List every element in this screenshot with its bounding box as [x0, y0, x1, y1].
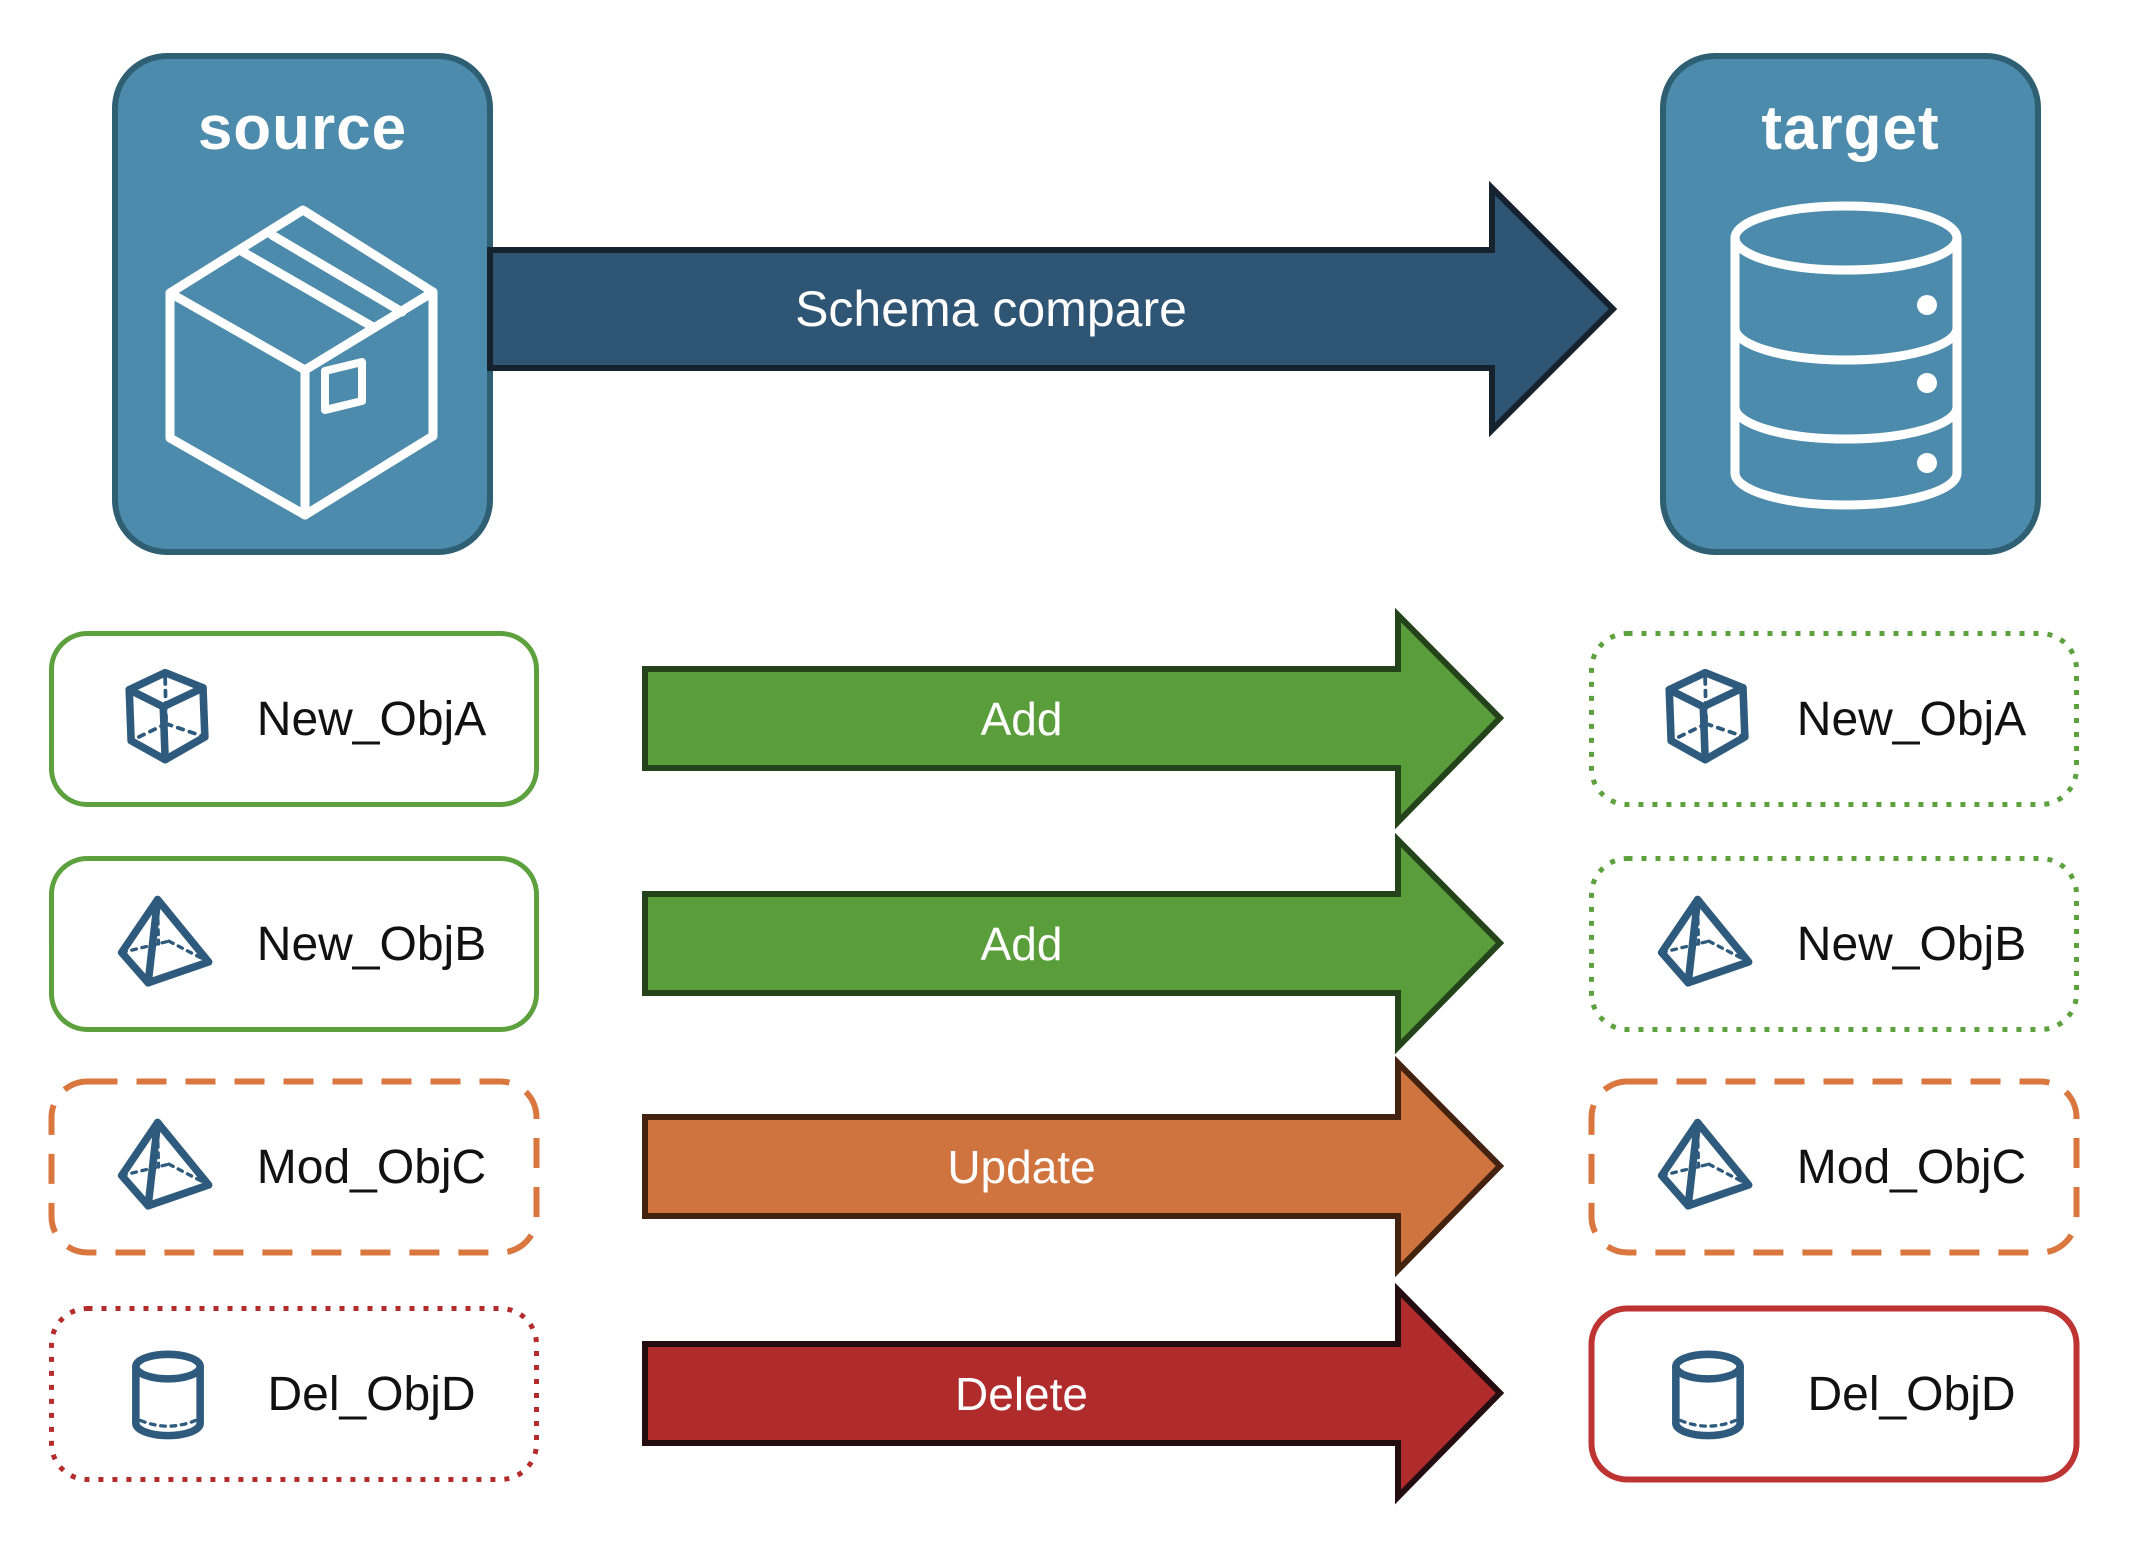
object-name: Del_ObjD	[1807, 1367, 2016, 1421]
target-title: target	[1761, 94, 1940, 163]
source-node: source	[112, 53, 493, 555]
cube-icon	[1643, 630, 1773, 808]
update-arrow	[642, 1055, 1505, 1278]
object-name: New_ObjB	[1796, 917, 2027, 971]
object-name: New_ObjB	[256, 917, 487, 971]
pyramid-icon	[103, 855, 233, 1033]
object-name: Del_ObjD	[267, 1367, 476, 1421]
schema-compare-arrow	[487, 180, 1618, 438]
object-name: New_ObjA	[256, 692, 487, 746]
cylinder-icon	[103, 1305, 233, 1483]
cube-icon	[103, 630, 233, 808]
source-object-card-new-obja: New_ObjA	[48, 630, 540, 808]
pyramid-icon	[1643, 1078, 1773, 1256]
add-arrow	[642, 832, 1505, 1055]
source-title: source	[197, 94, 408, 163]
source-object-card-del-objd: Del_ObjD	[48, 1305, 540, 1483]
object-name: Mod_ObjC	[1796, 1140, 2027, 1194]
pyramid-icon	[103, 1078, 233, 1256]
target-object-card-del-objd: Del_ObjD	[1588, 1305, 2080, 1483]
target-object-card-new-objb: New_ObjB	[1588, 855, 2080, 1033]
object-name: New_ObjA	[1796, 692, 2027, 746]
source-object-card-new-objb: New_ObjB	[48, 855, 540, 1033]
cylinder-icon	[1643, 1305, 1773, 1483]
package-icon	[165, 205, 438, 520]
source-object-card-mod-objc: Mod_ObjC	[48, 1078, 540, 1256]
delete-arrow	[642, 1282, 1505, 1505]
database-icon	[1730, 201, 1962, 510]
target-node: target	[1660, 53, 2041, 555]
target-object-card-mod-objc: Mod_ObjC	[1588, 1078, 2080, 1256]
pyramid-icon	[1643, 855, 1773, 1033]
target-object-card-new-obja: New_ObjA	[1588, 630, 2080, 808]
object-name: Mod_ObjC	[256, 1140, 487, 1194]
add-arrow	[642, 607, 1505, 830]
